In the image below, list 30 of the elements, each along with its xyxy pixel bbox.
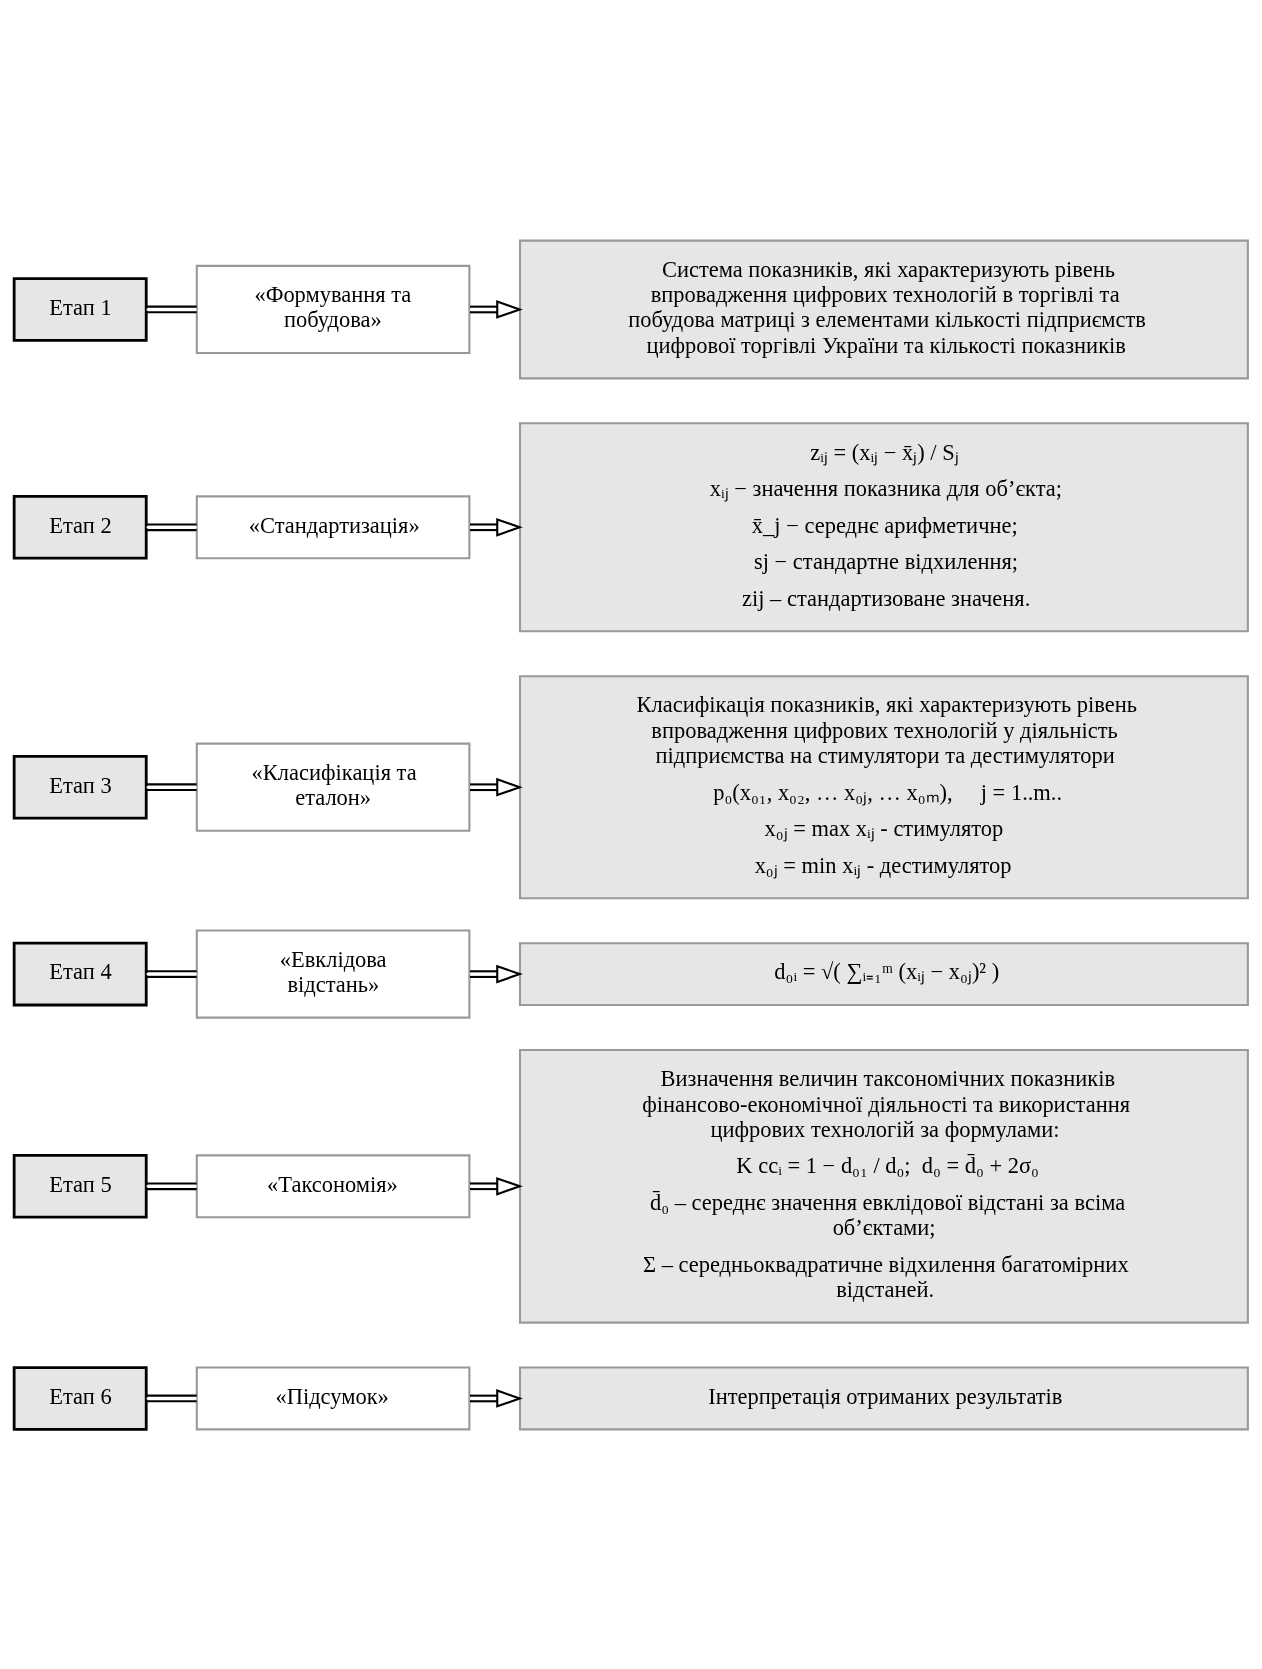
node-box: Визначення величин таксономічних показників фінансово-економічної діяльності та використання цифрових технологій за формулами: K ccᵢ = 1 − d₀₁ / d₀; d₀ = d̄₀ + 2σ₀ d̄₀ – середнє значення евклідової відстані за всіма об’єктами; Σ – середньоквадратичне відхилення багатомірних відстаней.	[518, 1048, 1249, 1324]
node-box: «Підсумок»	[195, 1366, 471, 1430]
arrow	[469, 1388, 523, 1408]
arrow	[469, 777, 523, 797]
arrow	[469, 964, 523, 983]
node-box: «Таксономія»	[195, 1153, 471, 1218]
node-box: Етап 1	[12, 276, 148, 342]
node-box: «Формування та побудова»	[195, 264, 471, 354]
connector	[146, 305, 197, 313]
connector	[146, 782, 197, 791]
connector	[146, 1181, 197, 1190]
node-box: Етап 6	[12, 1365, 148, 1431]
node-box: «Евклідова відстань»	[195, 929, 471, 1019]
arrow	[469, 299, 523, 319]
node-box: Етап 4	[12, 941, 148, 1006]
node-box: Інтерпретація отриманих результатів	[518, 1366, 1249, 1430]
node-box: d₀ᵢ = √( ∑ᵢ₌₁ᵐ (xᵢⱼ − x₀ⱼ)² )	[518, 941, 1249, 1006]
node-box: zᵢⱼ = (xᵢⱼ − x̄ⱼ) / Sⱼ xᵢⱼ − значення показника для об’єкта; x̄_j − середнє арифметичне; sj − стандартне відхилення; zij – стандартизоване значеня.	[518, 421, 1249, 632]
node-box: Класифікація показників, які характеризують рівень впровадження цифрових технологій у діяльність підприємства на стимулятори та дестимулятори p₀(x₀₁, x₀₂, … x₀ⱼ, … x₀ₘ), j = 1..m.. x₀ⱼ = max xᵢⱼ - стимулятор x₀ⱼ = min xᵢⱼ - дестимулятор	[518, 674, 1249, 899]
node-box: «Класифікація та еталон»	[195, 742, 471, 832]
connector	[146, 969, 197, 978]
connector	[146, 1394, 197, 1402]
arrow	[469, 517, 523, 537]
arrow	[469, 1176, 523, 1196]
node-box: Етап 3	[12, 754, 148, 820]
node-box: «Стандартизація»	[195, 494, 471, 559]
node-box: Етап 5	[12, 1153, 148, 1219]
connector	[146, 522, 197, 531]
node-box: Етап 2	[12, 494, 148, 560]
node-box: Система показників, які характеризують рівень впровадження цифрових технологій в торгівлі та побудова матриці з елементами кількості підприємств цифрової торгівлі України та кількості показників	[518, 239, 1249, 379]
